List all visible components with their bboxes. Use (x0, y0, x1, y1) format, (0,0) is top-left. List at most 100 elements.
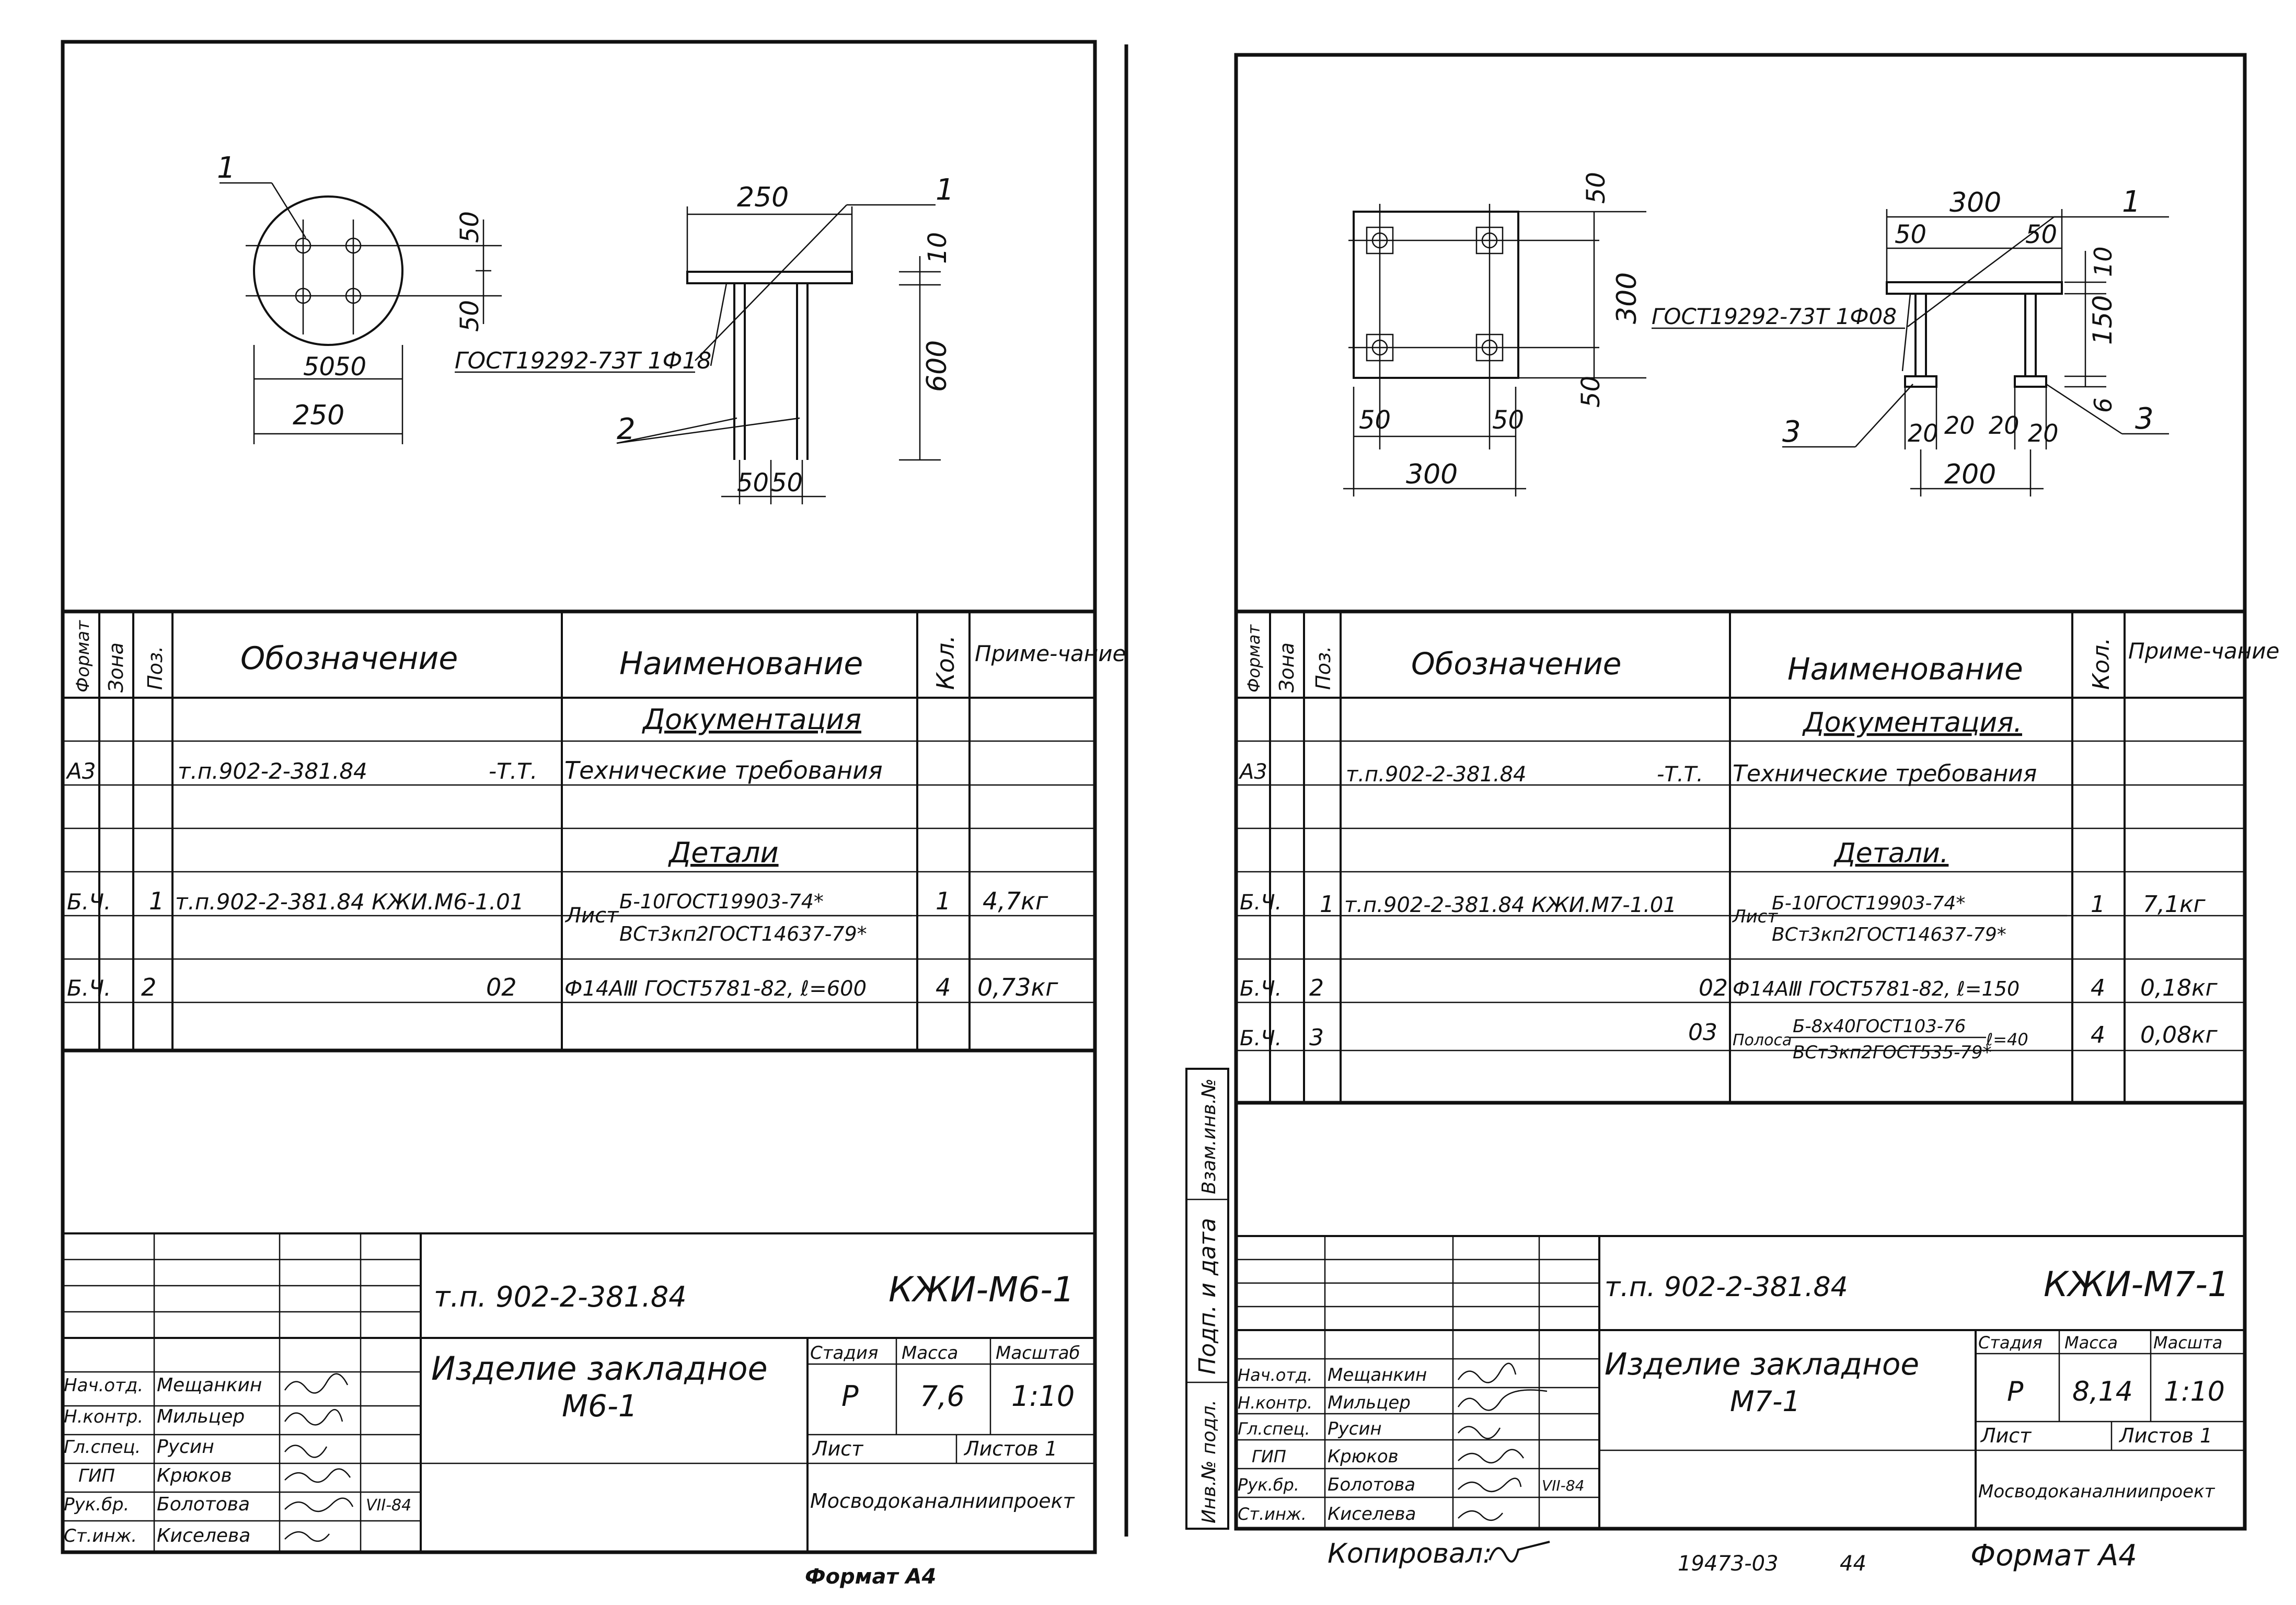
right-elev-pos-label-3b: 3 (2135, 402, 2154, 436)
right-spec-r1-name-top: Б-10ГОСТ19903-74* (1772, 893, 1965, 914)
right-elev-dim-c: 20 (1989, 411, 2020, 440)
right-plan-dim-height: 300 (1611, 272, 1643, 324)
right-spec-r1-name-bottom: ВСт3кп2ГОСТ14637-79* (1772, 924, 2006, 945)
right-tb-staff-role-1: Н.контр. (1238, 1393, 1312, 1413)
left-tb-org: Мосводоканалниипроект (810, 1489, 1076, 1512)
right-spec-r3-pos: 3 (1309, 1024, 1324, 1051)
right-spec-r3-format: Б.Ч. (1240, 1026, 1282, 1050)
right-tb-staff-role-3: ГИП (1252, 1447, 1286, 1467)
right-tb-date: VII-84 (1542, 1477, 1584, 1494)
left-tb-staff-role-5: Ст.инж. (64, 1526, 137, 1546)
left-plan-pos-label: 1 (217, 151, 236, 185)
left-tb-mark: КЖИ-М6-1 (889, 1269, 1075, 1310)
right-tb-signature-3 (1458, 1449, 1525, 1463)
left-tb-staff-role-0: Нач.отд. (64, 1375, 143, 1396)
left-spec-h-pos: Поз. (144, 646, 167, 690)
left-tb-signature-2 (284, 1445, 328, 1458)
right-spec-r2-note: 0,18кг (2140, 975, 2218, 1001)
right-tb-title-line2: М7-1 (1730, 1385, 1801, 1418)
stamp-inv-orig: Инв.№ подл. (1198, 1400, 1220, 1523)
left-spec-section-docs: Документация (642, 703, 861, 736)
right-spec-r1-qty: 1 (2091, 891, 2105, 918)
left-spec-r1-pos: 1 (149, 887, 164, 915)
right-spec-r1-note: 7,1кг (2143, 891, 2206, 918)
left-elev-dim-plate: 10 (923, 232, 952, 264)
right-tb-code: т.п. 902-2-381.84 (1605, 1272, 1848, 1303)
left-plan-dim-side: 50 (455, 300, 484, 332)
left-tb-date: VII-84 (366, 1496, 411, 1515)
right-elev-dim-d: 20 (2028, 419, 2059, 447)
left-tb-staff-name-0: Мещанкин (157, 1375, 262, 1396)
left-tb-staff-role-2: Гл.спец. (64, 1437, 141, 1458)
left-elev-dim-height: 600 (921, 340, 953, 392)
left-spec-r1-format: Б.Ч. (67, 889, 111, 915)
doc-number: 19473-03 (1678, 1552, 1779, 1576)
left-tb-mass: 7,6 (920, 1380, 965, 1413)
right-tb-stage: Р (2007, 1376, 2024, 1407)
right-tb-signature-5 (1458, 1510, 1503, 1521)
right-tb-scale-h: Масшта (2153, 1333, 2222, 1353)
left-spec-docs-designation: т.п.902-2-381.84 (178, 758, 367, 784)
left-spec-r1-note: 4,7кг (983, 887, 1048, 915)
left-tb-signature-4 (284, 1497, 354, 1512)
right-elev-dim-b: 20 (1944, 411, 1975, 440)
right-tb-org: Мосводоканалниипроект (1978, 1481, 2216, 1502)
left-tb-staff-role-4: Рук.бр. (64, 1494, 129, 1515)
right-spec-h-qty: Кол. (2088, 638, 2115, 690)
right-elev-dim-a: 20 (1908, 419, 1939, 447)
right-spec-r2-name: Ф14АⅢ ГОСТ5781-82, ℓ=150 (1733, 977, 2020, 1000)
right-plan-view: 50 300 50 50 50 300 (1343, 172, 1646, 496)
left-spec-r2-pos: 2 (141, 973, 156, 1001)
left-spec-h-qty: Кол. (931, 635, 960, 690)
left-spec-r1-qty: 1 (936, 887, 951, 915)
left-spec-r2-name: Ф14АⅢ ГОСТ5781-82, ℓ=600 (564, 977, 867, 1001)
right-footer: Копировал: 19473-03 44 Формат А4 (1328, 1538, 2137, 1576)
right-tb-signature-0 (1457, 1362, 1517, 1383)
right-tb-mark: КЖИ-М7-1 (2044, 1264, 2230, 1304)
left-tb-signature-5 (284, 1531, 330, 1542)
left-sheet-frame (61, 40, 1097, 1554)
right-tb-staff-name-4: Болотова (1328, 1474, 1415, 1495)
left-tb-staff-name-2: Русин (157, 1436, 214, 1458)
right-plan-dim-top: 50 (1582, 172, 1611, 204)
left-elev-dim-bottom-b: 50 (771, 468, 803, 498)
left-tb-signature-0 (284, 1373, 349, 1394)
right-tb-signature-2 (1458, 1426, 1501, 1439)
right-spec-docs-suffix: -Т.Т. (1657, 763, 1703, 787)
left-elev-dim-width: 250 (737, 182, 789, 213)
right-spec-r1-pos: 1 (1320, 891, 1334, 918)
right-side-stamp: Взам.инв.№ Подп. и дата Инв.№ подл. (1185, 1068, 1229, 1530)
right-spec-h-format: Формат (1244, 624, 1264, 692)
right-spec-h-note: Приме-чание (2128, 638, 2279, 664)
right-spec-r3-name-top: Б-8х40ГОСТ103-76 (1793, 1016, 1966, 1037)
right-tb-mass-h: Масса (2064, 1333, 2118, 1353)
left-spec-section-parts: Детали (668, 836, 779, 869)
left-footer: Формат А4 (805, 1565, 936, 1589)
right-elevation-view: 300 50 50 1 ГОСТ19292-73Т 1Ф08 3 10 150 … (1652, 185, 2169, 496)
left-tb-stage: Р (841, 1380, 859, 1413)
left-title-block: т.п. 902-2-381.84 КЖИ-М6-1 Изделие закла… (63, 1232, 1095, 1589)
right-spec-r1-format: Б.Ч. (1240, 891, 1282, 915)
right-spec-r3-name-bottom: ВСт3кп2ГОСТ535-79* (1793, 1042, 1992, 1063)
right-spec-r1-designation: т.п.902-2-381.84 КЖИ.М7-1.01 (1344, 893, 1677, 917)
left-plan-dim-bottom-b: 50 (334, 352, 366, 382)
right-spec-r2-designation: 02 (1699, 975, 1728, 1001)
right-spec-h-zone: Зона (1275, 642, 1298, 692)
right-plan-dim-right: 50 (1492, 406, 1524, 435)
left-tb-stage-h: Стадия (810, 1343, 878, 1364)
page-number: 44 (1840, 1552, 1866, 1576)
left-tb-code: т.п. 902-2-381.84 (434, 1280, 687, 1313)
left-tb-mass-h: Масса (902, 1343, 958, 1364)
left-tb-staff-name-4: Болотова (157, 1494, 250, 1515)
right-spec-table: Формат Зона Поз. Обозначение Наименовани… (1234, 609, 2279, 1105)
left-tb-title-line2: М6-1 (562, 1388, 638, 1424)
left-tb-sheet-h: Лист (812, 1437, 864, 1460)
right-spec-docs-name: Технические требования (1733, 760, 2037, 787)
left-elev-pos-label-1: 1 (936, 173, 954, 207)
right-tb-signature-4 (1458, 1477, 1522, 1492)
right-spec-h-pos: Поз. (1312, 646, 1335, 690)
left-spec-docs-format: А3 (65, 758, 96, 784)
right-tb-staff-name-5: Киселева (1328, 1504, 1416, 1525)
right-elev-weld-note: ГОСТ19292-73Т 1Ф08 (1652, 304, 1897, 329)
